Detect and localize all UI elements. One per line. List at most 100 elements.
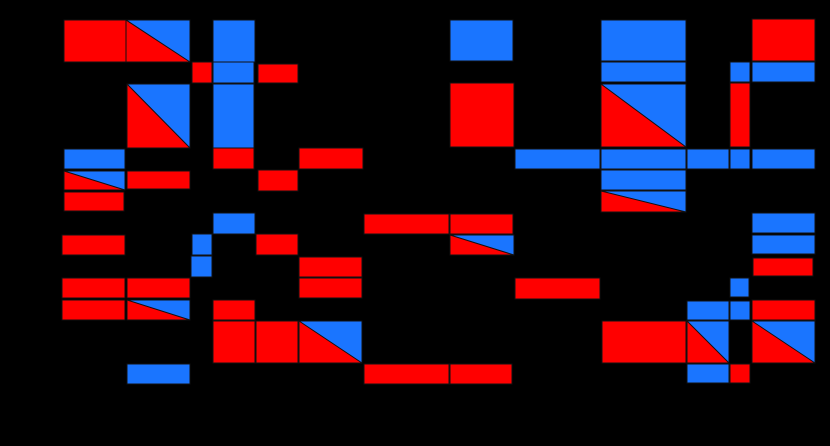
tile-blue-rect [126, 363, 191, 385]
tile-red-rect [61, 277, 126, 299]
tile-blue-rect [686, 148, 730, 170]
tile-red [298, 277, 363, 299]
tile-red-rect [255, 320, 299, 364]
tile-split [600, 83, 687, 148]
tile-diagonal [686, 320, 730, 364]
tile-red-rect [449, 82, 515, 148]
tile-red [61, 234, 126, 256]
tile-blue [751, 148, 816, 170]
tile-red [257, 169, 299, 192]
tile-blue-rect [729, 61, 751, 83]
tile-blue-rect [63, 148, 126, 170]
tile-red-rect [298, 147, 364, 170]
tile-red [191, 61, 213, 84]
tile-red-rect [63, 191, 125, 212]
tile-blue [600, 169, 687, 191]
tile-split [449, 234, 515, 256]
tile-red [298, 256, 363, 278]
tile-blue [600, 61, 687, 83]
tile-red-rect [601, 320, 687, 364]
tile-red [449, 82, 515, 148]
tile-blue-rect [212, 212, 256, 235]
tile-blue [449, 19, 514, 62]
tile-red [514, 277, 601, 300]
tile-blue [600, 148, 687, 170]
tile-blue [729, 277, 750, 298]
tile-red [212, 320, 256, 364]
tile-blue [729, 300, 751, 321]
tile-border [298, 320, 363, 364]
tile-red-rect [449, 363, 513, 385]
tile-red-rect [729, 82, 751, 148]
tile-red-rect [751, 299, 816, 321]
tile-split [126, 299, 191, 321]
tile-blue [600, 19, 687, 62]
tiles-group [61, 18, 816, 385]
tile-red-rect [255, 233, 299, 256]
tile-red [449, 213, 514, 235]
tile-border [126, 299, 191, 321]
tile-red-rect [212, 147, 255, 170]
tile-blue-rect [686, 300, 730, 321]
tile-red-rect [752, 257, 814, 277]
tile-blue-rect [600, 169, 687, 191]
tile-red-rect [126, 277, 191, 299]
tile-split [600, 190, 687, 213]
tile-blue-rect [600, 19, 687, 62]
tile-blue [686, 300, 730, 321]
tile-red [212, 299, 256, 321]
tile-diagonal [125, 19, 191, 63]
tile-red-rect [257, 169, 299, 192]
tile-red-rect [212, 299, 256, 321]
tile-blue [514, 148, 601, 170]
tile-blue [686, 148, 730, 170]
tile-red-rect [61, 234, 126, 256]
tile-diagonal [298, 320, 363, 364]
tile-blue [212, 83, 255, 149]
tile-diagonal [751, 320, 816, 364]
tile-border [125, 19, 191, 63]
tile-blue [126, 363, 191, 385]
tile-red-rect [363, 363, 450, 385]
tile-diagonal [449, 234, 515, 256]
tile-red [751, 299, 816, 321]
tile-border [449, 234, 515, 256]
tile-border [751, 320, 816, 364]
tile-blue [212, 19, 256, 63]
tile-red-rect [449, 213, 514, 235]
tile-diagonal [126, 299, 191, 321]
tile-red [298, 147, 364, 170]
tile-red [255, 233, 299, 256]
tile-red [729, 363, 751, 384]
tile-red-rect [63, 19, 127, 63]
tile-red [257, 63, 299, 84]
tile-blue-rect [449, 19, 514, 62]
tile-border [686, 320, 730, 364]
tile-red [729, 82, 751, 148]
tile-blue-rect [729, 277, 750, 298]
tile-blue [212, 212, 256, 235]
tile-blue-rect [191, 233, 213, 256]
tile-diagonal [600, 190, 687, 213]
tile-red-rect [257, 63, 299, 84]
tile-blue-rect [729, 300, 751, 321]
tile-blue-rect [212, 19, 256, 63]
tile-border [63, 170, 126, 191]
tile-red [449, 363, 513, 385]
tile-red [63, 19, 127, 63]
tile-blue [729, 61, 751, 83]
tile-border [600, 190, 687, 213]
tile-blue-rect [751, 212, 816, 234]
tile-blue [751, 234, 816, 255]
tile-red-rect [363, 213, 450, 235]
tile-split [686, 320, 730, 364]
tile-red-rect [298, 256, 363, 278]
tile-red [63, 191, 125, 212]
tile-red [752, 257, 814, 277]
tile-red [126, 170, 191, 190]
tile-blue-rect [751, 148, 816, 170]
tile-split [63, 170, 126, 191]
tile-diagonal [126, 83, 191, 149]
tile-red-rect [61, 299, 126, 321]
tile-red [61, 299, 126, 321]
